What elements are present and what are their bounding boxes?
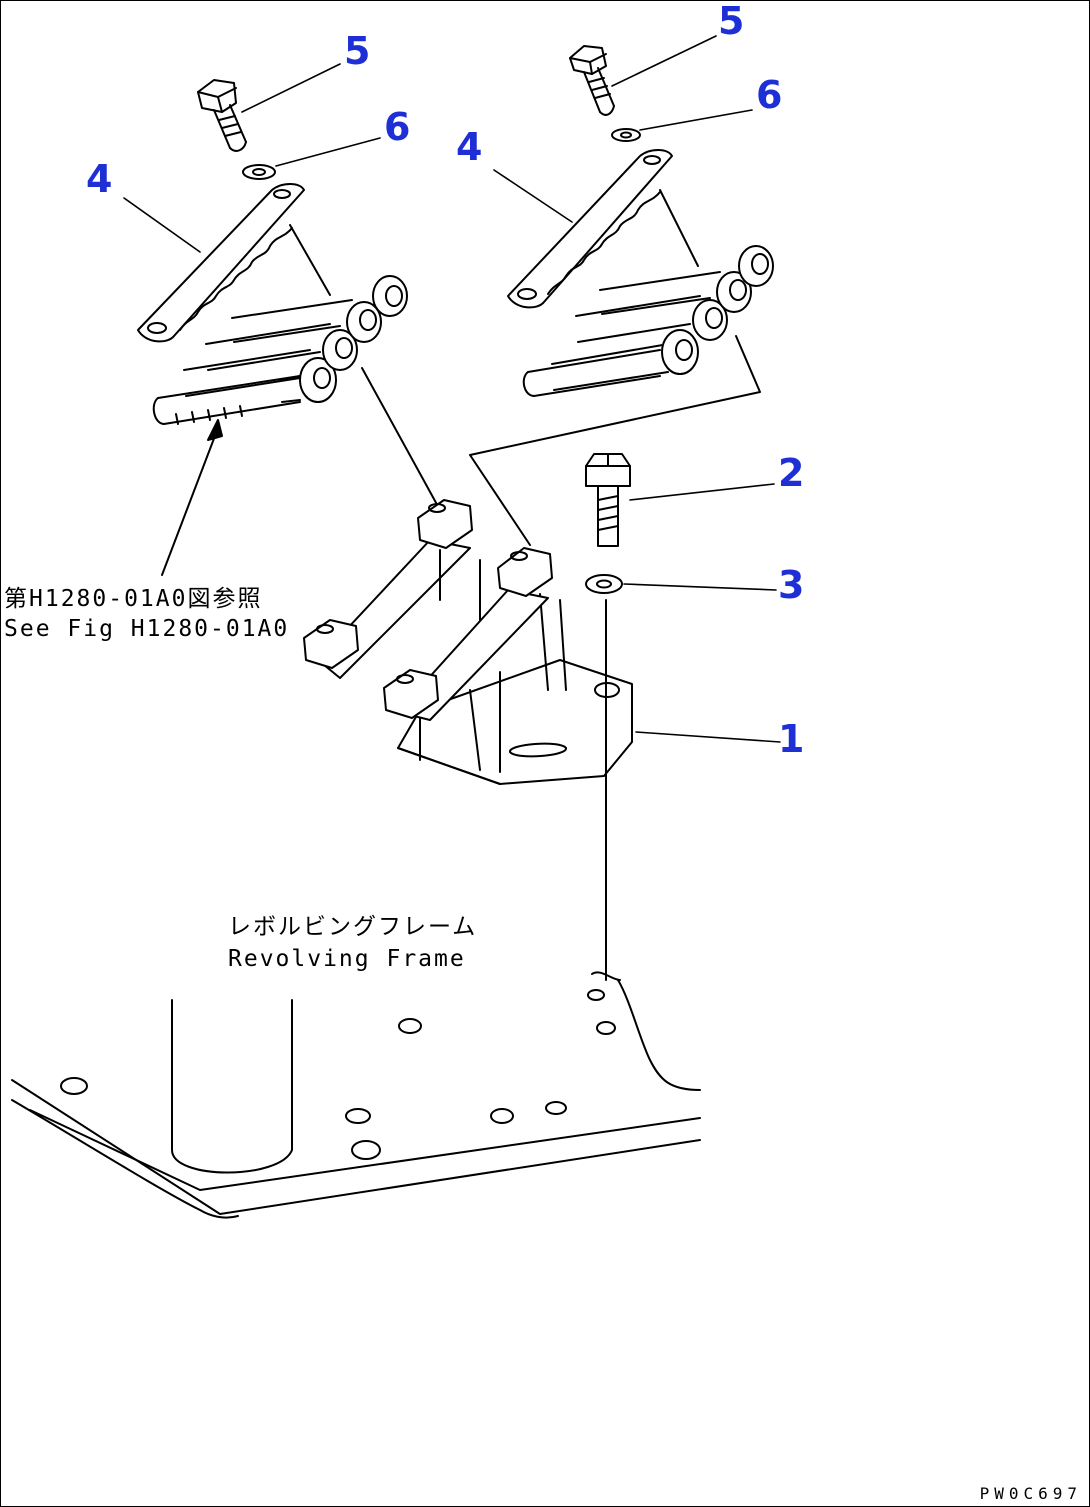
callout-2: 2 — [778, 451, 805, 495]
document-code: PW0C697 — [979, 1484, 1082, 1503]
callout-1: 1 — [778, 717, 805, 761]
hose-bundle-right — [522, 245, 774, 397]
leader-line — [469, 335, 761, 546]
clamp-plate-left — [137, 183, 305, 343]
callout-5-right: 5 — [718, 0, 745, 43]
leader-line — [361, 367, 441, 511]
callout-4-right: 4 — [456, 125, 483, 169]
washer-center — [585, 574, 623, 594]
leader-line — [289, 224, 331, 296]
arrow-head — [207, 419, 223, 441]
callout-3: 3 — [778, 563, 805, 607]
mounting-bracket — [303, 499, 633, 785]
bolt-center — [585, 453, 631, 547]
callout-leaders — [123, 35, 781, 743]
hose-bundle-left — [152, 275, 408, 425]
callout-6-left: 6 — [384, 105, 411, 149]
revolving-frame — [11, 979, 701, 1219]
washer-left — [242, 164, 276, 180]
bolt-right — [569, 45, 615, 116]
see-fig-note-en: See Fig H1280-01A0 — [4, 616, 290, 642]
bolt-left — [197, 79, 247, 152]
washer-right — [611, 128, 641, 142]
frame-label-en: Revolving Frame — [228, 946, 466, 972]
callout-6-right: 6 — [756, 73, 783, 117]
reference-arrow — [161, 427, 219, 576]
see-fig-note-jp: 第H1280-01A0図参照 — [4, 586, 263, 612]
callout-5-left: 5 — [344, 29, 371, 73]
callout-4-left: 4 — [86, 157, 113, 201]
leader-line — [659, 189, 699, 267]
frame-label-jp: レボルビングフレーム — [228, 914, 478, 940]
clamp-plate-right — [507, 149, 673, 309]
